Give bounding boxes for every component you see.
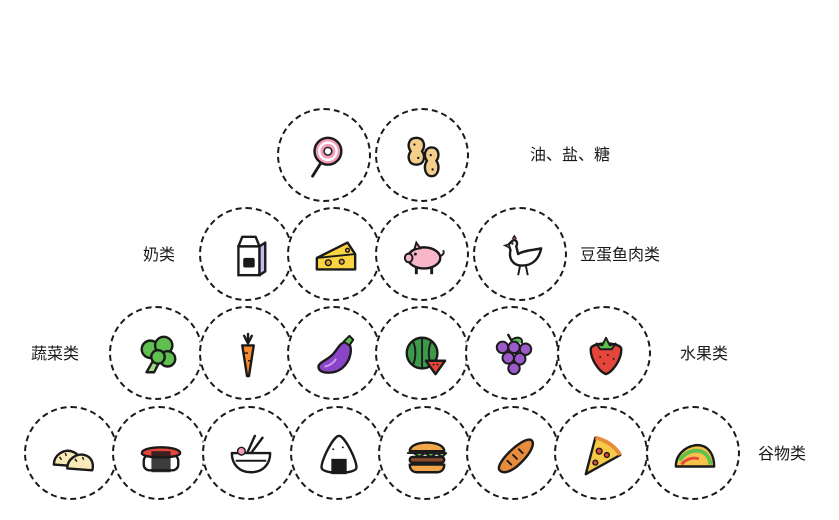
dumplings-icon	[52, 449, 95, 472]
label-dairy: 奶类	[143, 245, 176, 264]
food-circle-lollipop	[277, 108, 371, 202]
food-circle-peanut	[375, 108, 469, 202]
food-circle-milk	[199, 207, 293, 301]
ramen-bowl-icon	[230, 434, 272, 474]
peanut-icon	[407, 136, 440, 178]
food-circle-grapes	[465, 306, 559, 400]
food-circle-eggplant	[287, 306, 381, 400]
food-circle-cheese	[287, 207, 381, 301]
food-circle-sushi	[112, 406, 206, 500]
onigiri-icon	[320, 434, 358, 475]
milk-carton-icon	[237, 235, 267, 277]
bread-icon	[497, 438, 535, 474]
sushi-icon	[140, 446, 182, 473]
eggplant-icon	[317, 334, 355, 374]
food-circle-chicken	[473, 207, 567, 301]
food-circle-watermelon	[375, 306, 469, 400]
food-circle-onigiri	[290, 406, 384, 500]
label-fruits: 水果类	[680, 344, 729, 363]
food-circle-pig	[375, 207, 469, 301]
lollipop-icon	[311, 136, 343, 178]
burger-icon	[406, 441, 448, 474]
watermelon-icon	[405, 336, 447, 376]
food-circle-broccoli	[109, 306, 203, 400]
pizza-slice-icon	[584, 435, 622, 476]
label-beans-eggs-fish-meat: 豆蛋鱼肉类	[580, 245, 661, 264]
cheese-icon	[315, 241, 357, 271]
carrot-icon	[241, 332, 255, 378]
food-circle-strawberry	[557, 306, 651, 400]
strawberry-icon	[589, 336, 623, 376]
taco-icon	[674, 443, 716, 468]
label-grains: 谷物类	[758, 444, 807, 463]
chicken-icon	[502, 234, 543, 276]
pig-icon	[403, 240, 445, 275]
food-circle-burger	[378, 406, 472, 500]
grapes-icon	[495, 333, 533, 376]
food-circle-bread	[466, 406, 560, 500]
label-oil-salt-sugar: 油、盐、糖	[530, 145, 611, 164]
food-circle-carrot	[199, 306, 293, 400]
food-circle-ramen	[202, 406, 296, 500]
broccoli-icon	[140, 335, 177, 374]
food-circle-taco	[646, 406, 740, 500]
food-circle-dumplings	[24, 406, 118, 500]
food-circle-pizza	[554, 406, 648, 500]
label-vegetables: 蔬菜类	[31, 344, 80, 363]
